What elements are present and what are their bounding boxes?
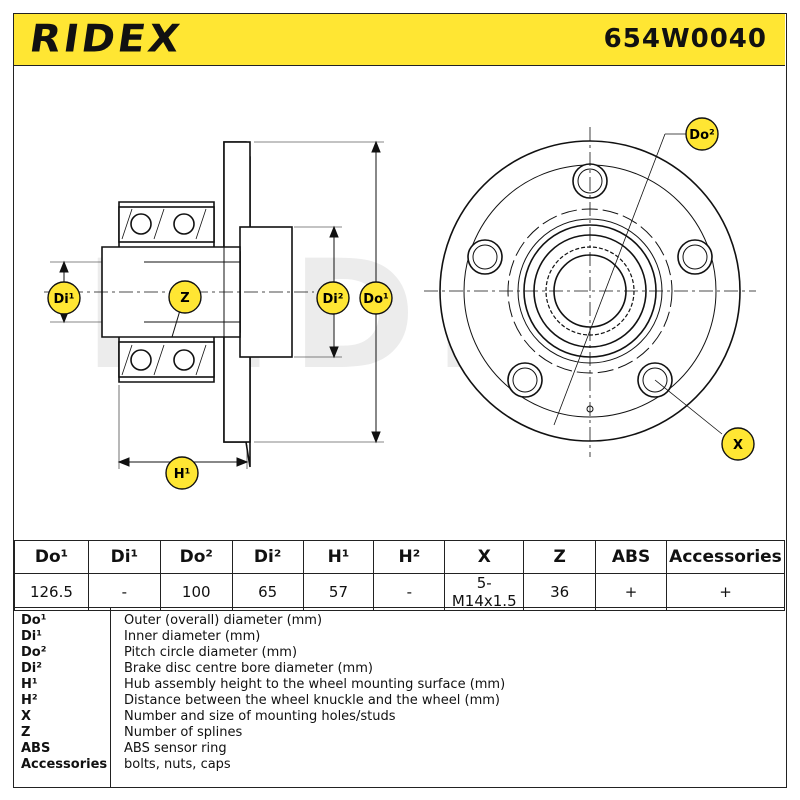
tag-do2: Do² [685, 117, 719, 151]
spec-value-cell: 57 [302, 573, 375, 611]
spec-header-cell: ABS [595, 540, 667, 574]
legend-divider [110, 608, 112, 788]
tag-x: X [721, 427, 755, 461]
spec-header-cell: Accessories [665, 540, 786, 574]
tag-z: Z [168, 280, 202, 314]
svg-text:Di¹: Di¹ [54, 292, 75, 307]
spec-value-cell: 100 [159, 573, 233, 611]
spec-header-cell: Do² [159, 540, 233, 574]
bearing-hatching [121, 208, 207, 376]
dimension-lines [50, 140, 384, 469]
spec-value-cell: 5-M14x1.5 [444, 573, 525, 611]
tag-di2: Di² [316, 281, 350, 315]
spec-value-cell: + [595, 573, 667, 611]
legend-item: Do¹ Outer (overall) diameter (mm) [14, 613, 785, 629]
spec-header-cell: Di² [231, 540, 304, 574]
spec-value-cell: 126.5 [14, 573, 89, 611]
legend-code: ABS [21, 741, 51, 756]
tag-di1: Di¹ [47, 281, 81, 315]
technical-drawing: RIDEX [14, 67, 785, 539]
legend: Do¹ Outer (overall) diameter (mm) Di¹ In… [14, 607, 785, 788]
legend-item: Di¹ Inner diameter (mm) [14, 629, 785, 645]
legend-code: Do¹ [21, 613, 47, 628]
spec-value-row: 126.5 - 100 65 57 - 5-M14x1.5 36 + + [14, 573, 786, 611]
legend-item: Accessories bolts, nuts, caps [14, 757, 785, 773]
legend-description: Inner diameter (mm) [124, 629, 261, 644]
legend-description: Hub assembly height to the wheel mountin… [124, 677, 506, 692]
spec-header-cell: Z [523, 540, 597, 574]
spec-header-cell: Di¹ [87, 540, 161, 574]
spec-header-cell: H² [373, 540, 446, 574]
legend-item: Z Number of splines [14, 725, 785, 741]
svg-text:Do¹: Do¹ [363, 292, 388, 307]
svg-text:H¹: H¹ [174, 467, 191, 482]
legend-item: Do² Pitch circle diameter (mm) [14, 645, 785, 661]
spec-value-cell: - [87, 573, 161, 611]
svg-text:Di²: Di² [323, 292, 344, 307]
legend-item: H¹ Hub assembly height to the wheel moun… [14, 677, 785, 693]
legend-item: H² Distance between the wheel knuckle an… [14, 693, 785, 709]
legend-description: Number of splines [124, 725, 243, 740]
header-bar: RIDEX 654W0040 [14, 14, 785, 66]
svg-text:Z: Z [180, 291, 189, 306]
legend-description: Brake disc centre bore diameter (mm) [124, 661, 373, 676]
stud-holes [467, 163, 713, 398]
spec-value-cell: + [665, 573, 786, 611]
legend-item: X Number and size of mounting holes/stud… [14, 709, 785, 725]
svg-text:X: X [733, 438, 743, 453]
brand-logo: RIDEX [26, 17, 186, 61]
legend-code: Z [21, 725, 31, 740]
spec-value-cell: 65 [231, 573, 304, 611]
legend-description: Distance between the wheel knuckle and t… [124, 693, 500, 708]
legend-code: H¹ [21, 677, 38, 692]
legend-description: bolts, nuts, caps [124, 757, 231, 772]
spec-header-cell: Do¹ [14, 540, 89, 574]
spec-value-cell: - [373, 573, 446, 611]
product-sheet: RIDEX 654W0040 RIDEX [13, 13, 787, 788]
part-number: 654W0040 [603, 24, 767, 54]
legend-description: Outer (overall) diameter (mm) [124, 613, 323, 628]
spec-header-cell: X [444, 540, 525, 574]
legend-code: Di² [21, 661, 42, 676]
hub-side-view [101, 141, 293, 468]
spec-header-cell: H¹ [302, 540, 375, 574]
legend-code: H² [21, 693, 38, 708]
abs-marker [586, 405, 594, 413]
spec-header-row: Do¹ Di¹ Do² Di² H¹ H² X Z ABS Accessorie… [14, 540, 786, 574]
tag-h1: H¹ [165, 456, 199, 490]
legend-code: Accessories [21, 757, 108, 772]
legend-code: Di¹ [21, 629, 42, 644]
legend-description: Pitch circle diameter (mm) [124, 645, 298, 660]
legend-description: Number and size of mounting holes/studs [124, 709, 396, 724]
legend-code: Do² [21, 645, 47, 660]
spec-value-cell: 36 [523, 573, 597, 611]
legend-code: X [21, 709, 32, 724]
legend-item: ABS ABS sensor ring [14, 741, 785, 757]
tag-do1: Do¹ [359, 281, 393, 315]
front-centre-lines [424, 127, 756, 457]
legend-item: Di² Brake disc centre bore diameter (mm) [14, 661, 785, 677]
spec-table: Do¹ Di¹ Do² Di² H¹ H² X Z ABS Accessorie… [14, 540, 786, 611]
legend-description: ABS sensor ring [124, 741, 227, 756]
svg-text:Do²: Do² [689, 128, 714, 143]
